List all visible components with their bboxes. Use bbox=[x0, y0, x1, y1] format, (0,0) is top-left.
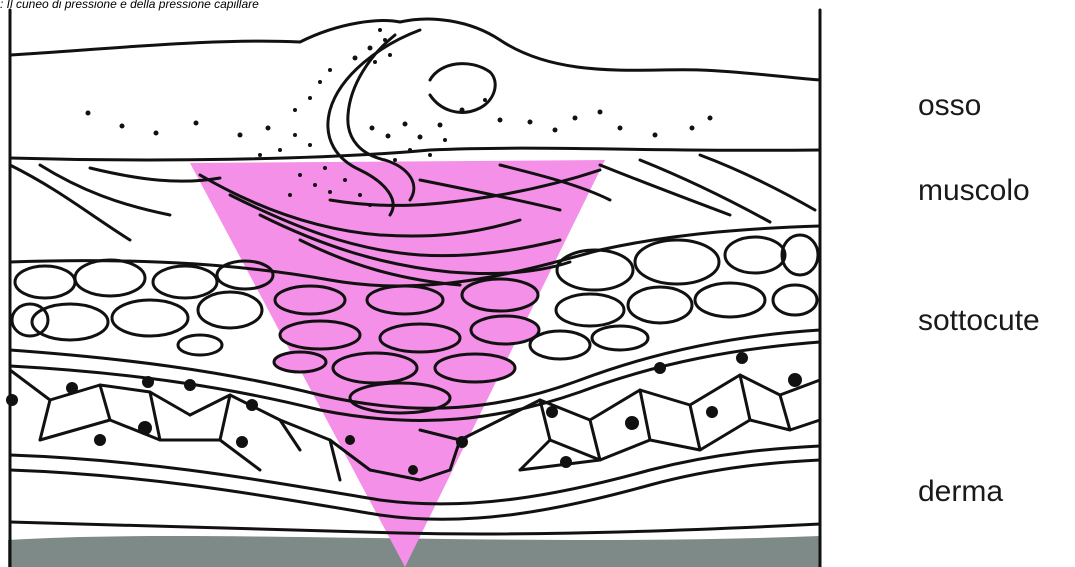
label-derma: derma bbox=[918, 477, 1003, 507]
bone-bottom bbox=[10, 148, 820, 160]
label-sottocute: sottocute bbox=[918, 306, 1040, 336]
bone-top bbox=[10, 19, 820, 80]
label-osso: osso bbox=[918, 91, 981, 121]
bone-knob bbox=[430, 64, 495, 113]
label-muscolo: muscolo bbox=[918, 176, 1030, 206]
